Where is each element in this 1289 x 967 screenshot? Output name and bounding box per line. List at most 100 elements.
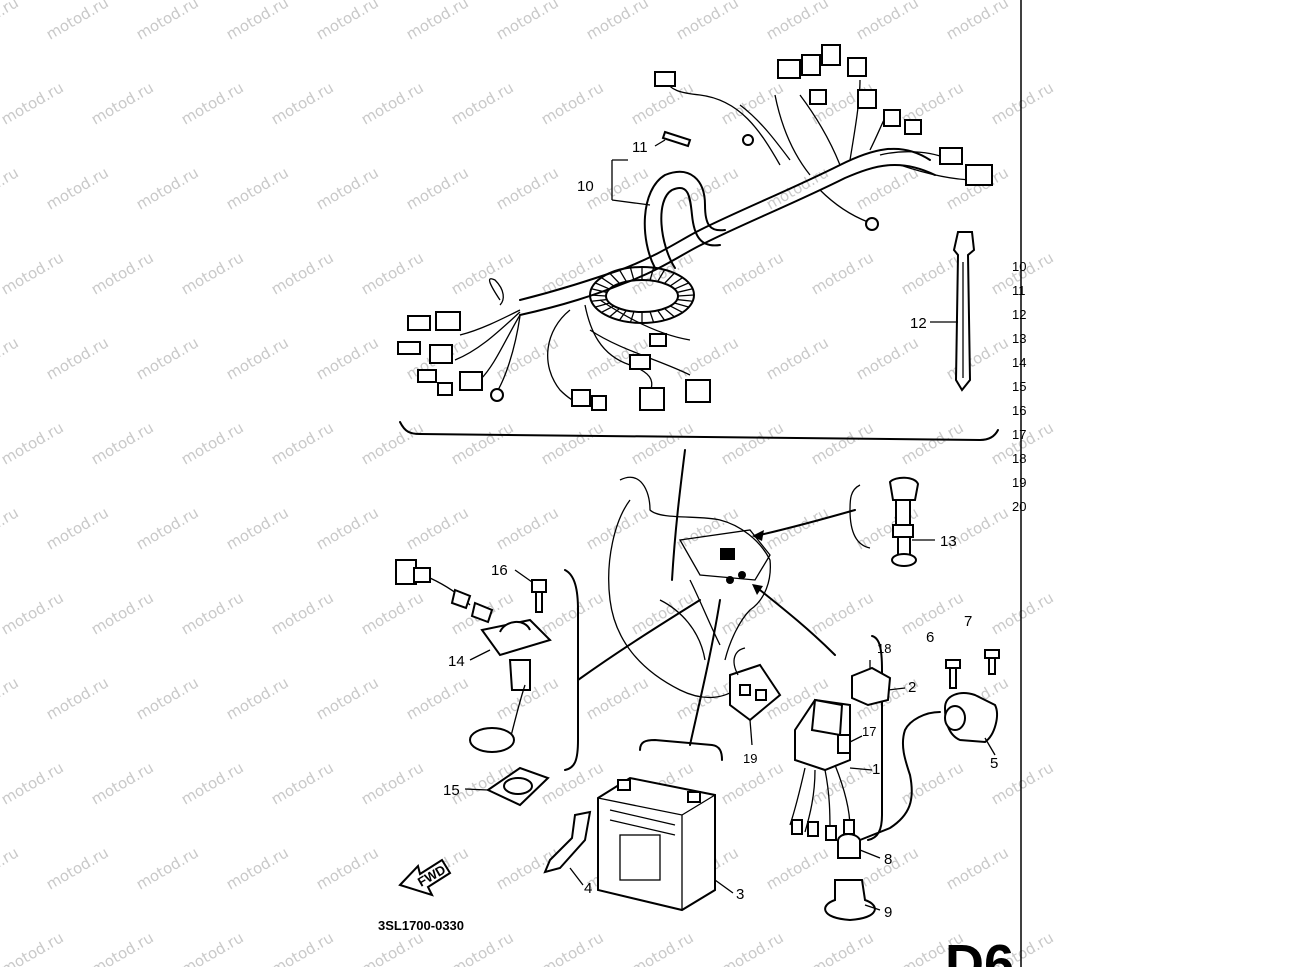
wrap-band [609, 308, 620, 318]
watermark-text: motod.ru [0, 418, 67, 468]
watermark-text: motod.ru [853, 0, 922, 43]
callout-7: 7 [964, 613, 972, 630]
parts-list-number: 18 [1012, 451, 1026, 466]
wrap-band [609, 272, 621, 284]
regulator-19 [729, 647, 782, 746]
wrap-band [664, 308, 675, 318]
watermark-text: motod.ru [448, 928, 517, 967]
cable-tie [930, 231, 976, 392]
watermark-text: motod.ru [133, 333, 202, 383]
watermark-text: motod.ru [178, 248, 247, 298]
watermark-text: motod.ru [0, 673, 22, 723]
watermark-text: motod.ru [988, 588, 1057, 638]
wrap-band [629, 311, 635, 323]
watermark-text: motod.ru [313, 843, 382, 893]
watermark-text: motod.ru [0, 0, 22, 43]
callout-2: 2 [908, 679, 916, 696]
parts-list-number: 12 [1012, 307, 1026, 322]
wire-harness [397, 44, 999, 441]
callout-8: 8 [884, 851, 892, 868]
watermark-text: motod.ru [898, 248, 967, 298]
watermark-text: motod.ru [223, 163, 292, 213]
watermark-text: motod.ru [178, 78, 247, 128]
watermark-text: motod.ru [538, 418, 607, 468]
watermark-text: motod.ru [358, 418, 427, 468]
watermark-text: motod.ru [0, 248, 67, 298]
wrap-band [649, 267, 655, 281]
watermark-text: motod.ru [178, 758, 247, 808]
watermark-text: motod.ru [313, 503, 382, 553]
horn-assembly [824, 649, 1000, 922]
watermark-text: motod.ru [43, 333, 112, 383]
parts-list-number: 20 [1012, 499, 1026, 514]
wrap-band [677, 298, 693, 302]
watermark-text: motod.ru [673, 333, 742, 383]
watermark-text: motod.ru [403, 0, 472, 43]
watermark-text: motod.ru [88, 928, 157, 967]
watermark-text: motod.ru [43, 163, 112, 213]
watermark-text: motod.ru [358, 248, 427, 298]
watermark-text: motod.ru [313, 333, 382, 383]
callout-17: 17 [862, 724, 876, 739]
watermark-text: motod.ru [268, 928, 337, 967]
wrap-band [591, 298, 607, 302]
watermark-text: motod.ru [628, 418, 697, 468]
watermark-text: motod.ru [43, 673, 112, 723]
watermark-text: motod.ru [808, 248, 877, 298]
watermark-text: motod.ru [898, 758, 967, 808]
parts-list-number: 15 [1012, 379, 1026, 394]
watermark-text: motod.ru [718, 928, 787, 967]
watermark-text: motod.ru [0, 588, 67, 638]
watermark-text: motod.ru [943, 0, 1012, 43]
watermark-text: motod.ru [403, 163, 472, 213]
watermark-text: motod.ru [178, 588, 247, 638]
callout-18: 18 [877, 641, 891, 656]
watermark-text: motod.ru [43, 0, 112, 43]
watermark-text: motod.ru [988, 78, 1057, 128]
wrap-band [676, 288, 693, 294]
parts-list-number: 13 [1012, 331, 1026, 346]
watermark-text: motod.ru [43, 503, 112, 553]
wrap-band [649, 311, 655, 323]
wrap-band [591, 288, 608, 294]
wrap-band [657, 269, 666, 282]
wrap-band [669, 277, 684, 287]
watermark-text: motod.ru [268, 588, 337, 638]
wrap-band [677, 294, 695, 297]
parts-list-number: 11 [1012, 283, 1026, 298]
callout-12: 12 [910, 315, 927, 332]
watermark-text: motod.ru [88, 758, 157, 808]
watermark-text: motod.ru [808, 418, 877, 468]
callout-9: 9 [884, 904, 892, 921]
watermark-text: motod.ru [313, 0, 382, 43]
watermark-text: motod.ru [88, 588, 157, 638]
watermark-text: motod.ru [583, 673, 652, 723]
callout-1: 1 [872, 761, 880, 778]
callout-15: 15 [443, 782, 460, 799]
watermark-text: motod.ru [358, 78, 427, 128]
wrap-band [600, 277, 615, 287]
callout-19: 19 [743, 751, 757, 766]
watermark-text: motod.ru [763, 333, 832, 383]
watermark-text: motod.ru [538, 928, 607, 967]
watermark-text: motod.ru [943, 333, 1012, 383]
watermark-text: motod.ru [0, 503, 22, 553]
watermark-text: motod.ru [763, 0, 832, 43]
watermark-text: motod.ru [223, 843, 292, 893]
watermark-text: motod.ru [403, 673, 472, 723]
wrap-band [618, 310, 627, 321]
reference-code: 3SL1700-0330 [378, 918, 464, 933]
watermark-text: motod.ru [88, 248, 157, 298]
watermark-text: motod.ru [583, 503, 652, 553]
wrap-band [674, 282, 690, 290]
watermark-text: motod.ru [808, 928, 877, 967]
parts-list-number: 10 [1012, 259, 1026, 274]
watermark-text: motod.ru [358, 758, 427, 808]
watermark-text: motod.ru [358, 588, 427, 638]
watermark-text: motod.ru [268, 78, 337, 128]
watermark-text: motod.ru [898, 418, 967, 468]
